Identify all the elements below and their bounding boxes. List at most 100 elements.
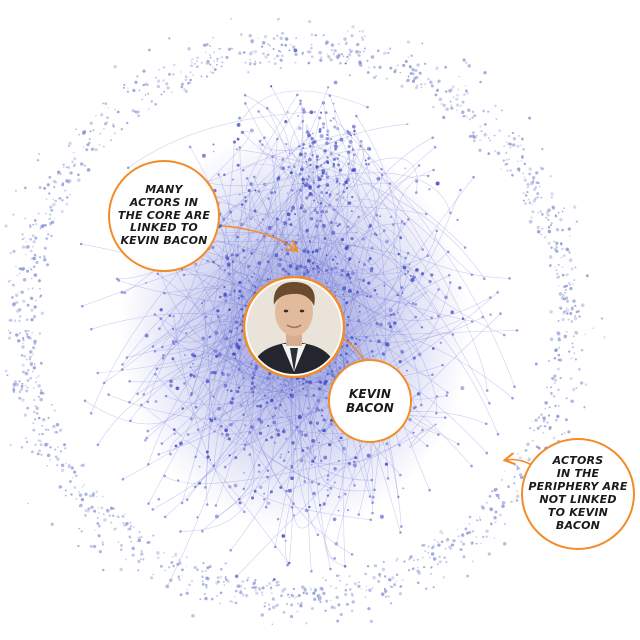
mid-node [292,502,295,506]
periphery-node [387,52,390,54]
core-node [223,173,226,177]
core-node [244,199,248,203]
periphery-node [277,603,279,606]
periphery-node [53,185,56,189]
periphery-node [548,255,553,259]
periphery-node [489,139,491,142]
periphery-node [539,210,542,213]
periphery-node [244,61,247,64]
periphery-node [28,225,32,229]
periphery-node [48,192,51,195]
core-node [412,356,416,360]
periphery-node [18,308,22,312]
periphery-node [429,80,433,84]
periphery-node [430,84,434,88]
periphery-node [125,558,128,561]
periphery-node [137,559,141,564]
periphery-node [184,89,188,93]
mid-node [457,442,460,446]
periphery-node [185,591,189,595]
core-node [412,431,415,434]
periphery-node [561,228,564,232]
periphery-node [357,584,361,589]
mid-node [264,505,268,509]
periphery-node [20,385,24,388]
core-node [342,446,346,451]
periphery-node [57,446,59,448]
periphery-node [416,84,419,87]
periphery-node [549,310,553,314]
core-node [306,268,309,271]
mid-node [186,433,190,436]
core-node [196,516,199,519]
periphery-node [416,566,419,569]
periphery-node [18,267,22,270]
mid-node [243,510,246,514]
periphery-node [69,193,71,196]
core-node [235,148,238,151]
core-node [216,309,220,313]
core-node [229,400,234,405]
periphery-node [518,467,521,470]
mid-node [428,488,431,492]
periphery-node [497,496,501,500]
periphery-node [47,442,49,445]
core-node [346,508,350,512]
periphery-node [20,446,24,449]
core-node [313,140,317,144]
periphery-node [324,579,327,582]
core-node [270,85,273,88]
mid-node [424,212,428,216]
core-node [334,147,337,151]
mid-node [242,487,246,491]
periphery-node [305,621,308,625]
periphery-node [383,51,387,56]
periphery-node [502,542,507,546]
periphery-node [565,247,569,251]
mid-node [276,137,279,141]
core-node [337,163,340,167]
mid-node [179,530,182,533]
periphery-node [292,45,296,49]
core-node [280,416,283,418]
periphery-node [27,336,31,340]
core-node [345,244,350,249]
periphery-node [179,593,183,597]
mid-node [220,224,223,227]
mid-node [359,144,362,148]
core-node [384,342,389,347]
core-node [235,342,239,347]
periphery-node [162,66,166,69]
mid-node [125,356,129,359]
mid-node [351,148,355,151]
periphery-node [479,516,481,519]
periphery-node [35,376,38,379]
periphery-node [288,596,291,599]
periphery-node [39,391,44,395]
periphery-node [568,258,573,262]
mid-node [353,129,356,133]
mid-node [319,459,323,463]
periphery-node [201,570,204,573]
periphery-node [55,422,60,427]
periphery-node [558,276,561,278]
core-node [281,534,286,538]
periphery-node [89,544,93,548]
periphery-node [553,374,557,378]
periphery-node [346,59,348,62]
core-node [323,162,326,164]
core-node [280,389,283,392]
periphery-node [212,36,215,39]
mid-node [421,428,424,432]
core-node [343,564,347,568]
core-node [321,101,326,105]
periphery-node [96,522,100,525]
core-node [329,204,332,207]
core-node [349,281,352,284]
core-node [298,152,303,157]
core-node [323,382,327,385]
periphery-node [322,576,324,579]
periphery-node [123,83,126,87]
periphery-node [164,569,167,572]
periphery-node [479,518,482,521]
